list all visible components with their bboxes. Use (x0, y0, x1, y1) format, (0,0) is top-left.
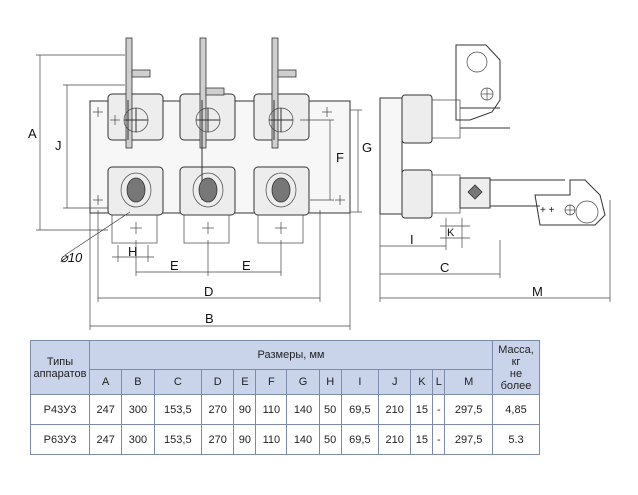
mass-cell: 4,85 (492, 394, 540, 425)
value-cell: 50 (318, 394, 342, 425)
side-base-plate (379, 97, 403, 215)
dim-label-D: D (204, 284, 213, 299)
value-cell: 69,5 (340, 394, 380, 425)
value-cell: 297,5 (444, 394, 493, 425)
col-header: I (340, 369, 380, 395)
value-cell: 15 (410, 424, 434, 455)
value-cell: 300 (121, 394, 155, 425)
type-cell: Р43У3 (30, 394, 90, 425)
col-header: C (153, 369, 203, 395)
pole-3 (253, 37, 310, 244)
value-cell: 69,5 (340, 424, 380, 455)
dim-label-H: H (128, 244, 137, 259)
value-cell: - (432, 424, 446, 455)
front-view: A J F G H E E D B ⌀10 (28, 37, 372, 330)
value-cell: 210 (378, 394, 412, 425)
front-dimension-lines (36, 54, 362, 330)
col-header: M (444, 369, 493, 395)
sizes-header: Размеры, мм (89, 340, 493, 370)
col-header: D (201, 369, 235, 395)
table-row: Р63У3 247 300 153,5 270 90 110 140 50 69… (30, 424, 540, 455)
dim-label-F: F (336, 150, 344, 165)
side-dimension-lines (379, 200, 611, 302)
dim-label-B: B (205, 311, 214, 326)
value-cell: 247 (88, 394, 123, 425)
value-cell: 110 (255, 394, 288, 425)
value-cell: - (432, 394, 446, 425)
value-cell: 297,5 (444, 424, 493, 455)
dim-label-K: K (447, 227, 455, 239)
value-cell: 153,5 (153, 424, 203, 455)
dim-label-M: M (532, 284, 543, 299)
value-cell: 270 (201, 424, 235, 455)
dim-label-G: G (362, 140, 372, 155)
mass-header: Масса, кг не более (492, 340, 540, 395)
col-header: H (318, 369, 342, 395)
value-cell: 90 (233, 424, 257, 455)
table-row: Р43У3 247 300 153,5 270 90 110 140 50 69… (30, 394, 540, 425)
value-cell: 140 (286, 394, 320, 425)
value-cell: 210 (378, 424, 412, 455)
col-header: F (255, 369, 288, 395)
value-cell: 110 (255, 424, 288, 455)
value-cell: 15 (410, 394, 434, 425)
col-header: E (233, 369, 257, 395)
col-header: L (432, 369, 446, 395)
dim-label-J: J (55, 138, 62, 153)
dim-label-I: I (410, 232, 414, 247)
col-header: G (286, 369, 320, 395)
dim-label-hole-diameter: ⌀10 (60, 250, 83, 265)
pole-1 (107, 37, 164, 244)
upper-handle (455, 44, 501, 121)
type-cell: Р63У3 (30, 424, 90, 455)
specs-table: Типы аппаратов Размеры, мм Масса, кг не … (30, 340, 540, 455)
technical-drawing: A J F G H E E D B ⌀10 + + (28, 37, 611, 330)
side-view: + + I K C M (379, 44, 611, 302)
value-cell: 140 (286, 424, 320, 455)
dim-label-A: A (28, 126, 37, 141)
value-cell: 153,5 (153, 394, 203, 425)
lower-handle (534, 179, 606, 226)
col-header: A (88, 369, 123, 395)
pole-2 (179, 37, 236, 244)
value-cell: 247 (88, 424, 123, 455)
dim-label-E-right: E (242, 258, 251, 273)
col-header: B (121, 369, 155, 395)
column-header-row: A B C D E F G H I J K L M (31, 369, 540, 395)
type-header: Типы аппаратов (30, 340, 90, 395)
value-cell: 300 (121, 424, 155, 455)
table-header-row: Типы аппаратов Размеры, мм Масса, кг не … (30, 340, 540, 395)
value-cell: 270 (201, 394, 235, 425)
dim-label-E-left: E (170, 258, 179, 273)
col-header: J (378, 369, 412, 395)
plus-marks: + + (540, 205, 555, 216)
col-header: K (410, 369, 434, 395)
dim-label-C: C (440, 260, 449, 275)
mass-cell: 5.3 (492, 424, 540, 455)
value-cell: 90 (233, 394, 257, 425)
mounting-holes (93, 107, 345, 205)
value-cell: 50 (318, 424, 342, 455)
